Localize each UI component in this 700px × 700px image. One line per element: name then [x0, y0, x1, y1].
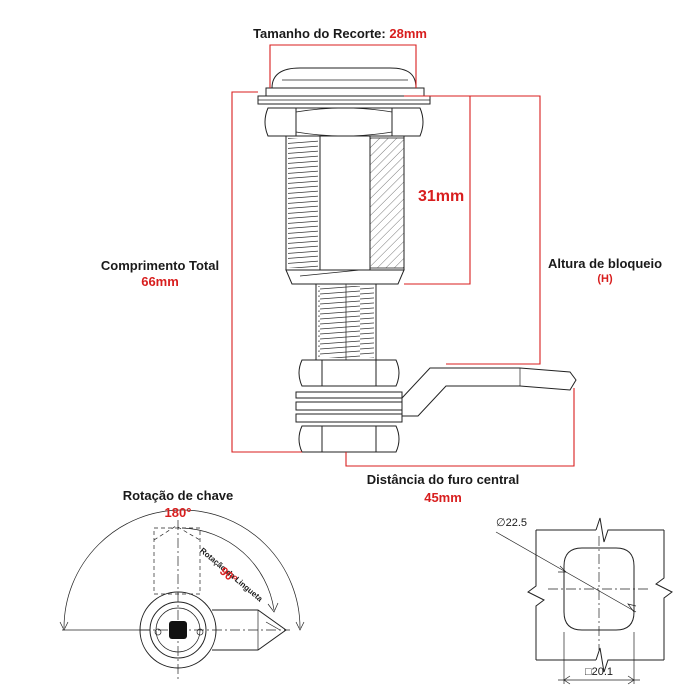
dim-lock-height — [430, 95, 541, 365]
upper-hex-nut — [264, 107, 424, 137]
upper-threaded-body — [285, 135, 405, 285]
rotation-diagram — [59, 509, 305, 680]
total-length-title: Comprimento Total — [100, 258, 220, 273]
thread-length-value: 31mm — [418, 188, 465, 205]
lock-height-value: (H) — [597, 273, 613, 285]
dim-center-hole — [345, 388, 575, 467]
lower-nut-stack — [295, 359, 403, 453]
total-length-value: 66mm — [141, 274, 179, 289]
lower-spindle — [315, 283, 377, 361]
lock-height-title: Altura de bloqueio — [547, 256, 663, 271]
cutout-size-label: Tamanho do Recorte: 28mm — [253, 26, 427, 41]
key-rotation-value: 180° — [164, 505, 192, 520]
diameter-label: ∅22.5 — [496, 517, 527, 529]
cam-tongue — [401, 367, 577, 417]
cutout-size-value: 28mm — [389, 26, 427, 41]
center-hole-distance-value: 45mm — [424, 490, 462, 505]
dim-cutout — [269, 44, 417, 88]
key-rotation-title: Rotação de chave — [122, 488, 234, 503]
center-hole-distance-title: Distância do furo central — [366, 472, 520, 487]
cutout-detail — [495, 517, 673, 685]
flat-width-label: □20.1 — [584, 666, 614, 678]
lock-head-cap — [257, 67, 431, 105]
dim-total-length — [231, 91, 302, 453]
cutout-size-prefix: Tamanho do Recorte: — [253, 26, 386, 41]
